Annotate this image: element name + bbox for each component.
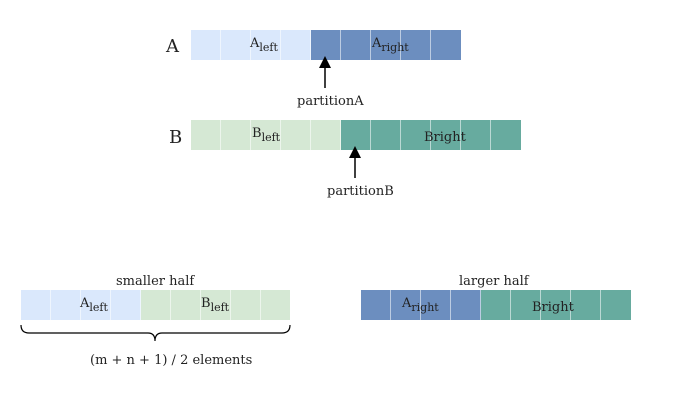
larger-a-right-label: Aright: [402, 296, 439, 314]
smaller-half-brace: [20, 324, 291, 342]
smaller-a-left-label: Aleft: [80, 296, 108, 314]
larger-half-array: [361, 290, 631, 320]
smaller-half-array: [21, 290, 290, 320]
smaller-half-title: smaller half: [116, 274, 195, 289]
array-b: [191, 120, 521, 150]
row-b-label: B: [169, 127, 183, 148]
array-a: [191, 30, 461, 60]
a-right-label: Aright: [372, 36, 409, 54]
row-a-label: A: [166, 36, 179, 57]
larger-half-title: larger half: [459, 274, 529, 289]
partition-a-label: partitionA: [297, 94, 364, 109]
b-right-label: Bright: [424, 130, 466, 145]
smaller-b-left-label: Bleft: [201, 296, 230, 314]
a-left-label: Aleft: [250, 36, 278, 54]
b-left-label: Bleft: [252, 126, 281, 144]
element-count-label: (m + n + 1) / 2 elements: [90, 353, 253, 368]
larger-b-right-label: Bright: [532, 300, 574, 315]
partition-b-label: partitionB: [327, 184, 394, 199]
